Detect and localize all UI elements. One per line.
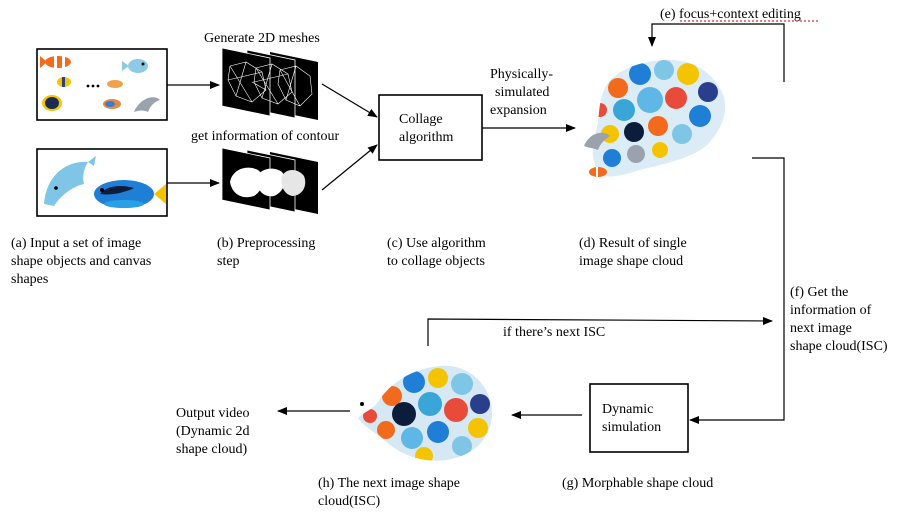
dynamic-box-line-2: simulation [602,420,661,435]
dolphin-tang-canvas-icon [44,156,166,208]
arrow-next-isc [427,316,773,346]
svg-text:shape cloud(ISC): shape cloud(ISC) [790,339,888,354]
fish-shape-cloud-icon [358,365,493,461]
contour-stack-icon [221,147,318,214]
collage-box-line-2: algorithm [399,130,454,145]
svg-text:(h) The next image shape: (h) The next image shape [318,476,460,491]
arrow-editing-loop [648,23,785,82]
svg-text:shape cloud): shape cloud) [176,442,247,457]
svg-text:information of: information of [790,303,872,318]
svg-text:(c) Use algorithm: (c) Use algorithm [387,236,486,251]
svg-text:shapes: shapes [11,272,48,287]
svg-text:(d) Result of single: (d) Result of single [579,236,687,251]
collage-algorithm-box: Collage algorithm [378,94,483,161]
svg-text:Output video: Output video [176,406,250,421]
mesh-stack-icon [221,47,318,120]
dynamic-box-line-1: Dynamic [602,402,653,417]
label-c: (c) Use algorithm to collage objects [387,236,486,269]
editing-label: (e) focus+context editing [660,7,801,22]
fish-objects-icon [40,56,160,112]
label-h: (h) The next image shape cloud(ISC) [318,476,460,509]
svg-text:(Dynamic 2d: (Dynamic 2d [176,424,249,439]
label-a: (a) Input a set of image shape objects a… [11,236,151,287]
svg-text:shape objects and canvas: shape objects and canvas [11,254,151,269]
label-f: (f) Get the information of next image sh… [790,285,888,354]
svg-text:to collage objects: to collage objects [387,254,485,269]
svg-text:step: step [217,254,240,269]
svg-text:(f) Get the: (f) Get the [790,285,848,300]
label-d: (d) Result of single image shape cloud [579,236,687,269]
svg-text:expansion: expansion [490,103,547,118]
svg-text:(a) Input a set of image: (a) Input a set of image [11,236,141,251]
dolphin-shape-cloud-icon [584,59,726,177]
label-g: (g) Morphable shape cloud [562,476,713,491]
collage-box-line-1: Collage [399,112,443,127]
contour-info-label: get information of contour [191,129,339,144]
svg-text:Physically-: Physically- [490,67,553,82]
next-isc-label: if there’s next ISC [503,325,605,340]
arrow-result-to-dynamic [689,157,785,424]
svg-text:(b) Preprocessing: (b) Preprocessing [217,236,315,251]
label-b: (b) Preprocessing step [217,236,315,269]
svg-text:image shape cloud: image shape cloud [579,254,683,269]
svg-text:simulated: simulated [495,85,549,100]
output-video-label: Output video (Dynamic 2d shape cloud) [176,406,250,457]
generate-meshes-label: Generate 2D meshes [204,31,320,46]
dynamic-simulation-box: Dynamic simulation [589,383,689,453]
arrow-contours-to-collage [321,144,378,191]
expansion-label: Physically- simulated expansion [490,67,553,118]
svg-text:cloud(ISC): cloud(ISC) [318,494,381,509]
canvas-shapes-panel [36,148,168,217]
arrow-meshes-to-collage [321,83,378,118]
svg-text:next image: next image [790,321,852,336]
fish-objects-panel [36,48,168,121]
